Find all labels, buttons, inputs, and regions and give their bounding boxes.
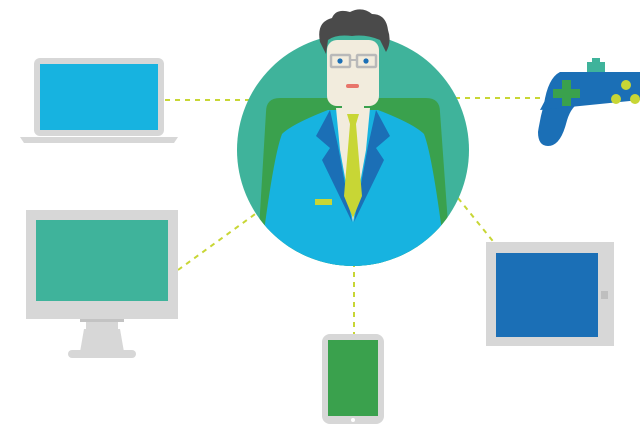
laptop-icon xyxy=(20,58,178,143)
desktop-monitor-icon xyxy=(26,210,178,358)
connector-tablet xyxy=(457,197,497,246)
eye-right xyxy=(363,58,369,64)
businessman-icon xyxy=(237,9,469,266)
glasses-icon xyxy=(329,53,378,69)
tablet-icon xyxy=(486,242,614,346)
action-buttons-icon xyxy=(611,80,640,104)
hair xyxy=(319,9,390,54)
face xyxy=(327,40,379,106)
lapel-left xyxy=(316,110,352,222)
mouth xyxy=(346,84,359,88)
gamepad-icon xyxy=(538,58,640,146)
lapel-right xyxy=(354,110,390,222)
connector-monitor xyxy=(177,211,259,271)
pocket-square xyxy=(315,199,332,205)
smartphone-icon xyxy=(322,334,384,424)
necktie xyxy=(344,114,362,218)
eye-left xyxy=(337,58,343,64)
dpad-icon xyxy=(553,80,580,106)
connectors xyxy=(165,97,545,334)
